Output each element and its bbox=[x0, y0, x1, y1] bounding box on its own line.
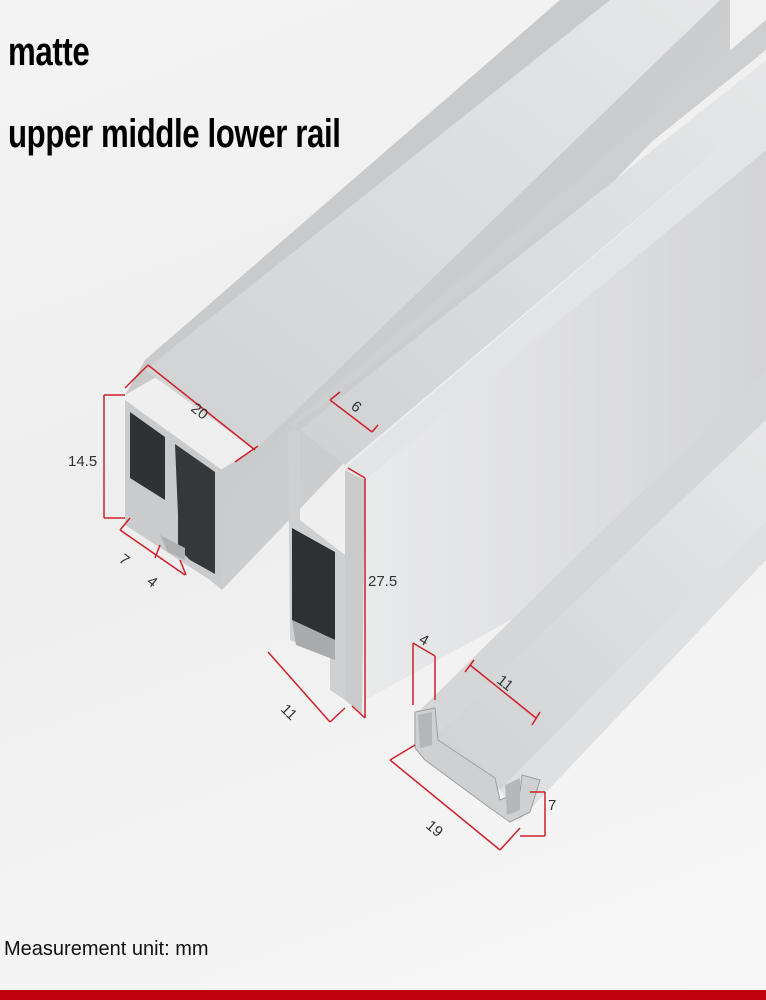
lower-rail bbox=[414, 370, 766, 823]
dim-line-upper-lips bbox=[119, 529, 186, 576]
rails-title: upper middle lower rail bbox=[8, 112, 341, 156]
dim-label-upper-width: 20 bbox=[188, 400, 212, 424]
dim-label-upper-lip-a: 7 bbox=[116, 551, 133, 570]
dim-label-lower-height: 7 bbox=[548, 797, 556, 814]
dimension-lines bbox=[103, 364, 546, 851]
dim-line-upper-width bbox=[147, 364, 256, 451]
dim-line-lower-wall bbox=[412, 642, 436, 657]
dim-label-lower-width: 19 bbox=[422, 817, 446, 841]
measurement-unit-note: Measurement unit: mm bbox=[4, 938, 209, 960]
dim-line-middle-flange bbox=[329, 399, 373, 433]
dim-label-upper-lip-b: 4 bbox=[144, 573, 161, 592]
dim-label-middle-base: 11 bbox=[277, 701, 300, 724]
middle-rail bbox=[288, 20, 766, 715]
dim-line-lower-width bbox=[389, 759, 501, 851]
dim-line-lower-channel bbox=[469, 664, 537, 719]
finish-title: matte bbox=[8, 30, 90, 74]
dim-line-middle-base bbox=[267, 651, 331, 723]
dim-label-middle-height: 27.5 bbox=[368, 573, 397, 590]
dim-label-upper-height: 14.5 bbox=[68, 453, 97, 470]
footer-bar bbox=[0, 990, 766, 1000]
